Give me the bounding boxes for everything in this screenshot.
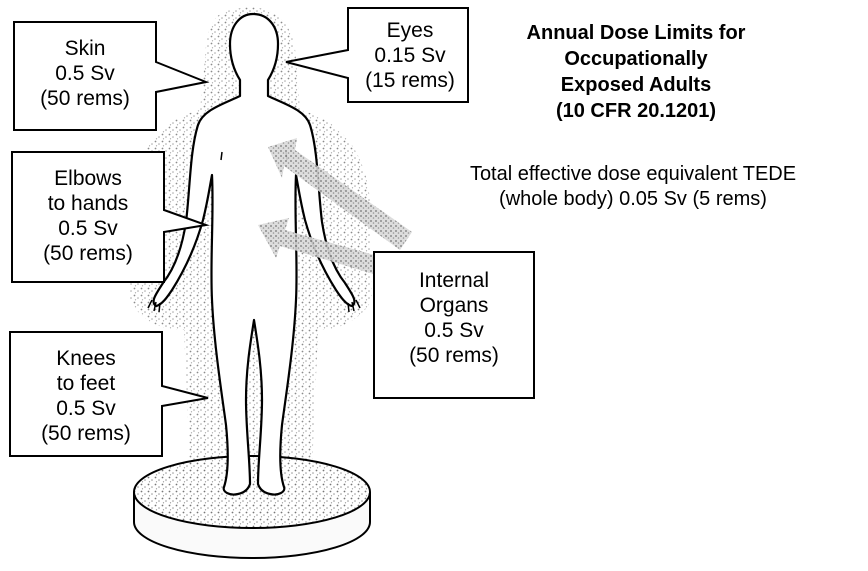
skin-callout: Skin 0.5 Sv (50 rems): [14, 36, 156, 111]
internal-organs-callout: Internal Organs 0.5 Sv (50 rems): [374, 268, 534, 368]
figure-title: Annual Dose Limits for Occupationally Ex…: [486, 20, 786, 124]
tede-line-1: Total effective dose equivalent TEDE: [400, 162, 866, 187]
skin-label: Skin: [14, 36, 156, 61]
tede-note: Total effective dose equivalent TEDE (wh…: [400, 162, 866, 212]
internal-organs-dose-rems: (50 rems): [374, 343, 534, 368]
title-line-1: Annual Dose Limits for: [486, 20, 786, 46]
elbows-label-sub: to hands: [12, 191, 164, 216]
elbows-callout: Elbows to hands 0.5 Sv (50 rems): [12, 166, 164, 266]
skin-dose-rems: (50 rems): [14, 86, 156, 111]
knees-dose-rems: (50 rems): [10, 421, 162, 446]
knees-label-sub: to feet: [10, 371, 162, 396]
platform: [134, 456, 370, 558]
skin-dose-sv: 0.5 Sv: [14, 61, 156, 86]
knees-dose-sv: 0.5 Sv: [10, 396, 162, 421]
knees-label: Knees: [10, 346, 162, 371]
title-line-3: Exposed Adults: [486, 72, 786, 98]
internal-organs-dose-sv: 0.5 Sv: [374, 318, 534, 343]
eyes-dose-rems: (15 rems): [352, 68, 468, 93]
eyes-label: Eyes: [352, 18, 468, 43]
eyes-callout: Eyes 0.15 Sv (15 rems): [352, 18, 468, 93]
eyes-dose-sv: 0.15 Sv: [352, 43, 468, 68]
elbows-dose-sv: 0.5 Sv: [12, 216, 164, 241]
title-line-2: Occupationally: [486, 46, 786, 72]
tede-line-2: (whole body) 0.05 Sv (5 rems): [400, 187, 866, 212]
title-regulation: (10 CFR 20.1201): [486, 98, 786, 124]
internal-organs-label: Internal: [374, 268, 534, 293]
elbows-label: Elbows: [12, 166, 164, 191]
knees-callout: Knees to feet 0.5 Sv (50 rems): [10, 346, 162, 446]
internal-organs-label-sub: Organs: [374, 293, 534, 318]
elbows-dose-rems: (50 rems): [12, 241, 164, 266]
